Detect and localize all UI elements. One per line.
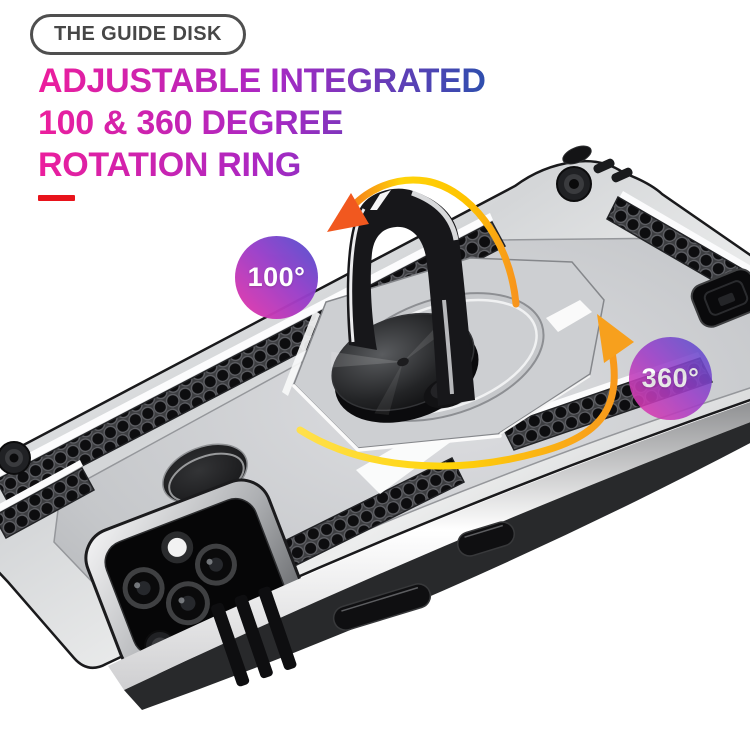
guide-disk-pill-label: THE GUIDE DISK	[54, 23, 222, 45]
phone-case	[0, 145, 750, 710]
camera-lens	[165, 581, 210, 626]
title-line-3: ROTATION RING	[38, 146, 302, 184]
title-underline-accent	[38, 195, 75, 201]
side-port-cutout	[690, 268, 750, 328]
camera-lens	[122, 567, 165, 610]
power-button	[456, 521, 516, 557]
camera-lens	[194, 543, 237, 586]
speaker-vents	[211, 586, 297, 687]
page-title: ADJUSTABLE INTEGRATED 100 & 360 DEGREE R…	[38, 60, 486, 186]
spin-angle-label: 360°	[641, 363, 700, 393]
camera-module	[84, 478, 306, 676]
title-line-2: 100 & 360 DEGREE	[38, 104, 344, 142]
rotation-arrow-360-icon	[296, 314, 634, 470]
volume-button	[332, 583, 432, 631]
flip-angle-badge: 100°	[235, 236, 318, 319]
guide-disk-pill: THE GUIDE DISK	[30, 14, 246, 55]
rotation-arrow-100-icon	[327, 176, 520, 308]
spin-angle-badge: 360°	[629, 337, 712, 420]
camera-flash	[161, 531, 194, 564]
title-line-1: ADJUSTABLE INTEGRATED	[38, 62, 486, 100]
top-edge-details	[562, 145, 633, 183]
flip-angle-label: 100°	[247, 262, 306, 292]
